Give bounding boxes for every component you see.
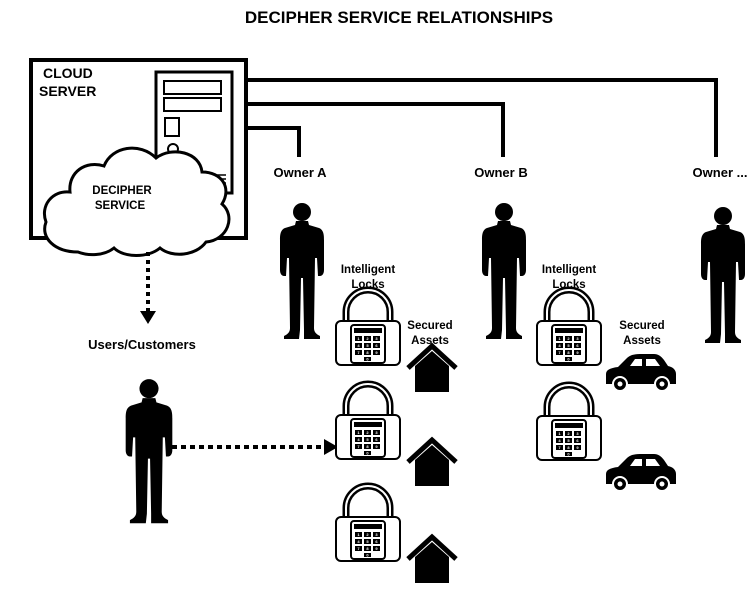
owner-a-assets-label-line2: Assets bbox=[411, 335, 449, 347]
owner-label-a: Owner A bbox=[274, 165, 328, 180]
connector-owner-b bbox=[246, 102, 505, 157]
service-to-users-arrow bbox=[140, 252, 156, 324]
cloud-server-label-line2: SERVER bbox=[39, 83, 96, 99]
owner-b-asset-1-car-icon bbox=[605, 353, 677, 392]
owner-a-lock-1-padlock-keypad-icon bbox=[336, 290, 400, 365]
decipher-service-label-line2: SERVICE bbox=[95, 200, 146, 212]
owner-a-asset-1-house-icon bbox=[408, 346, 456, 392]
decipher-service-label-line1: DECIPHER bbox=[92, 185, 152, 197]
owner-b-lock-2-padlock-keypad-icon bbox=[537, 385, 601, 460]
owner-label-n: Owner ... bbox=[693, 165, 748, 180]
owner-a-person-icon bbox=[280, 203, 324, 339]
owner-n-person-icon bbox=[701, 207, 745, 343]
owner-b-person-icon bbox=[482, 203, 526, 339]
owner-b-lock-1-padlock-keypad-icon bbox=[537, 290, 601, 365]
user-to-lock-arrow bbox=[172, 439, 338, 455]
owner-a-asset-3-house-icon bbox=[408, 537, 456, 583]
user-person-icon bbox=[125, 379, 173, 524]
owner-b-assets-label-line2: Assets bbox=[623, 335, 661, 347]
owner-a-asset-2-house-icon bbox=[408, 440, 456, 486]
cloud-server-label-line1: CLOUD bbox=[43, 65, 93, 81]
connector-owner-n bbox=[246, 78, 718, 157]
cloud-icon bbox=[43, 146, 231, 257]
owner-b-asset-2-car-icon bbox=[605, 453, 677, 492]
connector-owner-a bbox=[246, 126, 301, 157]
server-owner-connectors bbox=[246, 78, 718, 157]
users-customers-label: Users/Customers bbox=[88, 337, 196, 352]
owner-b-locks-label-line1: Intelligent bbox=[542, 264, 596, 276]
diagram-title: DECIPHER SERVICE RELATIONSHIPS bbox=[245, 8, 553, 27]
cloud-server-box: CLOUD SERVER DECIPHER SERVICE bbox=[29, 58, 248, 257]
owner-a-lock-2-padlock-keypad-icon bbox=[336, 384, 400, 459]
owner-a-lock-3-padlock-keypad-icon bbox=[336, 486, 400, 561]
owner-a-assets-label-line1: Secured bbox=[407, 320, 452, 332]
owner-label-b: Owner B bbox=[474, 165, 527, 180]
owner-b-assets-label-line1: Secured bbox=[619, 320, 664, 332]
owner-a-locks-label-line1: Intelligent bbox=[341, 264, 395, 276]
